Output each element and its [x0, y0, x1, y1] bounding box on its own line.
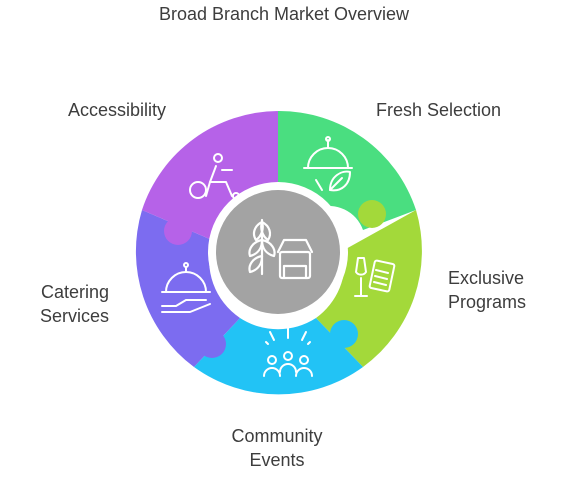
- label-community-events: Community Events: [225, 424, 329, 472]
- label-line: Exclusive: [448, 268, 525, 288]
- puzzle-tab: [198, 330, 226, 358]
- label-fresh-selection: Fresh Selection: [376, 98, 501, 122]
- cloche-with-leaf-icon: [303, 136, 353, 192]
- label-line: Events: [249, 450, 305, 470]
- puzzle-tab: [358, 200, 386, 228]
- label-line: Fresh Selection: [376, 100, 502, 120]
- label-line: Accessibility: [68, 100, 167, 120]
- label-exclusive-programs: Exclusive Programs: [448, 266, 526, 314]
- diagram-title: Broad Branch Market Overview: [158, 4, 410, 24]
- puzzle-piece-community-events: [194, 318, 363, 395]
- puzzle-tab: [164, 217, 192, 245]
- puzzle-piece-catering-services: [135, 210, 240, 367]
- segment-catering-services: [135, 210, 240, 367]
- label-catering-services: Catering Services: [33, 280, 109, 328]
- label-line: Programs: [448, 292, 527, 312]
- people-celebrating-icon: [263, 327, 313, 377]
- puzzle-piece-accessibility: [142, 111, 278, 240]
- label-line: Services: [39, 306, 109, 326]
- label-line: Catering: [40, 282, 109, 302]
- puzzle-tab: [330, 320, 358, 348]
- label-accessibility: Accessibility: [68, 98, 166, 122]
- segment-community-events: [194, 318, 363, 395]
- segment-accessibility: [142, 111, 278, 245]
- serving-cloche-on-hand-icon: [161, 262, 211, 313]
- wheelchair-icon: [189, 153, 240, 200]
- label-line: Community: [231, 426, 323, 446]
- wine-glass-and-document-icon: [354, 257, 396, 297]
- wheat-and-market-stall-icon: [248, 218, 314, 280]
